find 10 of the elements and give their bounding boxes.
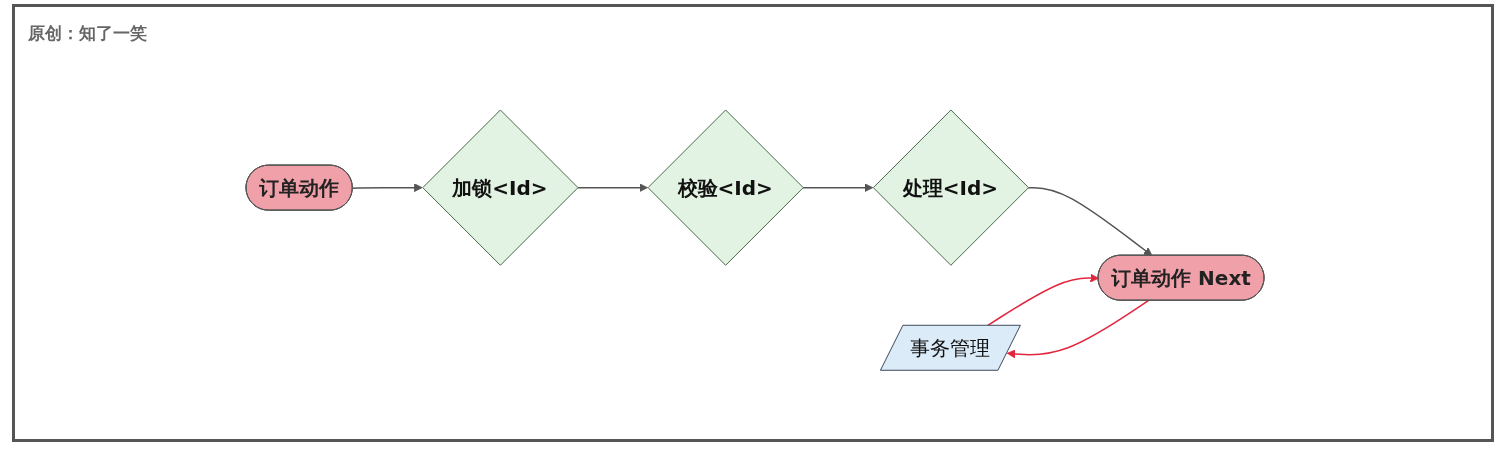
arrow (1027, 186, 1153, 256)
node-diamond: 校验<Id> (647, 109, 804, 266)
arrow (986, 273, 1099, 327)
arrow (1006, 299, 1150, 359)
arrow (352, 183, 423, 192)
author-note: 原创：知了一笑 (28, 23, 147, 43)
arrow (576, 183, 648, 192)
node-diamond: 处理<Id> (872, 109, 1030, 266)
node-diamond: 加锁<Id> (422, 109, 579, 266)
arrow (802, 183, 874, 192)
